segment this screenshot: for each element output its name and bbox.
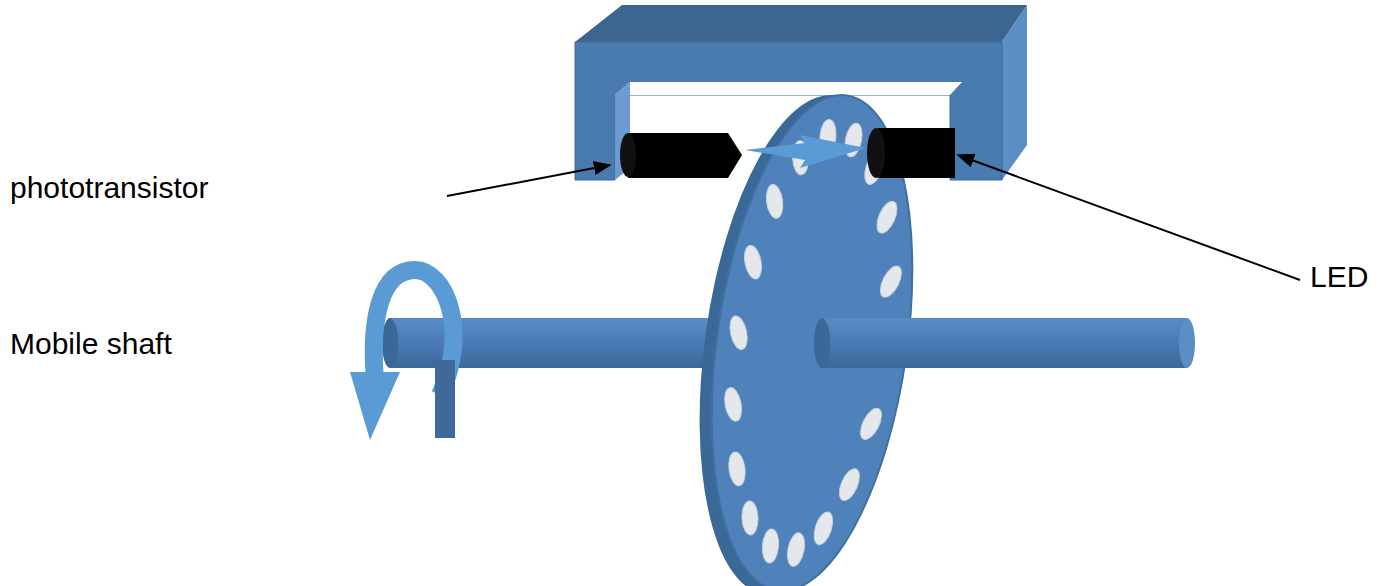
disk-hole [835, 466, 863, 504]
shaft-end [382, 318, 398, 368]
disk-hole [741, 501, 758, 536]
disk-hole [765, 184, 785, 220]
housing-top [575, 5, 1027, 42]
disk-hole [811, 510, 837, 547]
disk-hole [722, 386, 744, 422]
disk-hole [873, 198, 901, 236]
disk-hole [742, 244, 764, 280]
disk-hole [761, 528, 780, 563]
rotation-arrow-tail [435, 360, 455, 438]
leader-line [958, 155, 1300, 280]
component-label: phototransistor [10, 170, 208, 206]
light-beam [745, 135, 866, 168]
disk-hole [727, 451, 747, 487]
leader-line [447, 165, 610, 196]
housing-side [1002, 5, 1027, 180]
disk-hole [785, 531, 807, 568]
disk-hole [876, 263, 906, 301]
phototransistor-end [620, 133, 636, 177]
component-label: LED [1310, 259, 1368, 295]
component-label: Mobile shaft [10, 326, 172, 362]
rotation-arrowhead [350, 372, 400, 440]
led-end [867, 128, 885, 178]
shaft-end [1179, 318, 1195, 368]
shaft-right [822, 318, 1187, 368]
disk-hole [727, 314, 750, 351]
led-body [878, 128, 955, 178]
shaft-joint [814, 318, 830, 368]
disk-hole [856, 405, 886, 443]
phototransistor-body [628, 133, 742, 178]
housing-inner [615, 82, 962, 95]
